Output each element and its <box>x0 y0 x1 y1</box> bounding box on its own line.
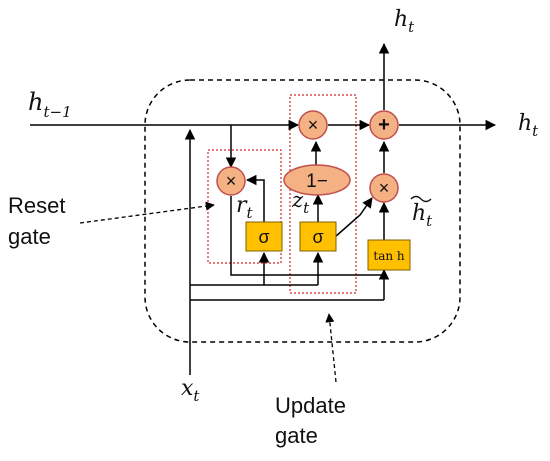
reset-gate-outline <box>207 149 282 264</box>
sigma-z-box <box>299 221 337 252</box>
update-gate-label-line1: Update <box>275 393 346 418</box>
candidate-multiply-symbol: × <box>379 178 390 198</box>
h-out-top-label: ht <box>394 7 415 36</box>
update-multiply-node <box>298 110 328 140</box>
h-out-right-label: ht <box>518 111 539 140</box>
sigma-z-symbol: σ <box>312 227 323 247</box>
sigma-z-to-right-mult <box>334 197 373 238</box>
sigma-r-symbol: σ <box>258 227 269 247</box>
add-node <box>369 110 399 140</box>
add-symbol: + <box>378 114 390 136</box>
one-minus-symbol: 1− <box>306 171 328 192</box>
sigma-r-box <box>245 221 283 252</box>
update-gate-outline <box>289 94 357 294</box>
h-tilde-label: ht <box>412 201 433 230</box>
sigma-r-to-mult <box>245 174 265 222</box>
candidate-multiply-node <box>369 173 399 203</box>
reset-gate-pointer <box>79 201 215 224</box>
tilde-mark <box>410 195 432 203</box>
update-gate-label-line2: gate <box>275 423 318 448</box>
tanh-box <box>367 239 411 271</box>
reset-gate-label-line1: Reset <box>8 193 65 218</box>
reset-multiply-node <box>216 166 246 196</box>
update-multiply-symbol: × <box>308 115 319 135</box>
zt-label: zt <box>291 188 310 217</box>
reset-to-tanh <box>230 196 385 276</box>
one-minus-node <box>283 164 351 196</box>
h-prev-label: ht−1 <box>28 88 72 121</box>
update-gate-pointer <box>325 313 337 383</box>
tanh-symbol: tan h <box>373 249 405 263</box>
rt-label: rt <box>236 193 254 222</box>
reset-gate-label-line2: gate <box>8 224 51 249</box>
reset-multiply-symbol: × <box>226 171 237 191</box>
cell-boundary <box>144 79 461 343</box>
xt-label: xt <box>181 376 200 405</box>
